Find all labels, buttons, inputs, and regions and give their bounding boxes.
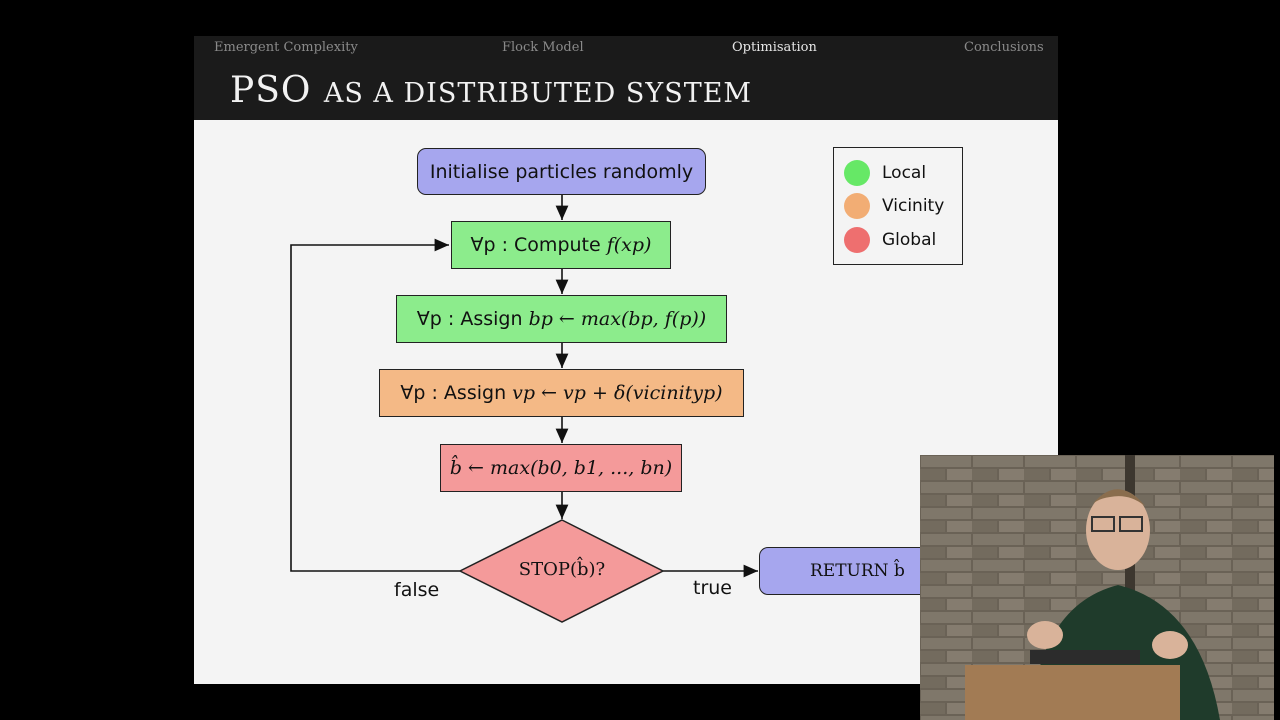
assign-best-box: ∀p : Assign bp ← max(bp, f(p)): [396, 295, 727, 343]
false-label: false: [394, 579, 440, 601]
legend-dot-vicinity: [844, 193, 870, 219]
compute-math: f(xp): [606, 234, 652, 256]
slide-title-main: PSO: [230, 70, 312, 111]
presenter-video: [920, 455, 1274, 720]
assign-b-math: bp ← max(bp, f(p)): [528, 308, 707, 330]
legend-label-global: Global: [882, 230, 937, 250]
arrow-loop-false: [290, 238, 460, 572]
legend-label-vicinity: Vicinity: [882, 196, 945, 216]
assign-v-math: vp ← vp + δ(vicinityp): [512, 382, 723, 404]
legend-dot-local: [844, 160, 870, 186]
compute-prefix: ∀p : Compute: [470, 234, 601, 256]
legend-item-vicinity: Vicinity: [844, 193, 944, 219]
global-best-box: b̂ ← max(b0, b1, ..., bn): [440, 444, 682, 492]
nav-item-conclusions[interactable]: Conclusions: [964, 40, 1044, 55]
legend: Local Vicinity Global: [833, 147, 963, 265]
stop-condition-label: STOP(b̂)?: [518, 559, 606, 580]
return-box: RETURN b̂: [759, 547, 939, 595]
nav-item-flock-model[interactable]: Flock Model: [502, 40, 584, 55]
decision-diamond: [458, 519, 665, 623]
global-best-math: b̂ ← max(b0, b1, ..., bn): [449, 457, 673, 479]
assign-v-prefix: ∀p : Assign: [400, 382, 507, 404]
nav-item-emergent-complexity[interactable]: Emergent Complexity: [214, 40, 358, 55]
true-label: true: [693, 577, 732, 599]
assign-b-prefix: ∀p : Assign: [416, 308, 523, 330]
init-particles-box: Initialise particles randomly: [417, 148, 706, 195]
legend-label-local: Local: [882, 163, 927, 183]
assign-velocity-box: ∀p : Assign vp ← vp + δ(vicinityp): [379, 369, 744, 417]
section-navbar: Emergent Complexity Flock Model Optimisa…: [194, 36, 1058, 60]
legend-item-local: Local: [844, 160, 926, 186]
nav-item-optimisation[interactable]: Optimisation: [732, 40, 817, 55]
title-bar: PSO AS A DISTRIBUTED SYSTEM: [194, 60, 1058, 120]
presenter-video-icon: [920, 455, 1274, 720]
slide-title: PSO AS A DISTRIBUTED SYSTEM: [230, 70, 752, 111]
legend-item-global: Global: [844, 227, 936, 253]
legend-dot-global: [844, 227, 870, 253]
compute-fitness-box: ∀p : Compute f(xp): [451, 221, 671, 269]
slide-title-rest: AS A DISTRIBUTED SYSTEM: [323, 78, 753, 109]
